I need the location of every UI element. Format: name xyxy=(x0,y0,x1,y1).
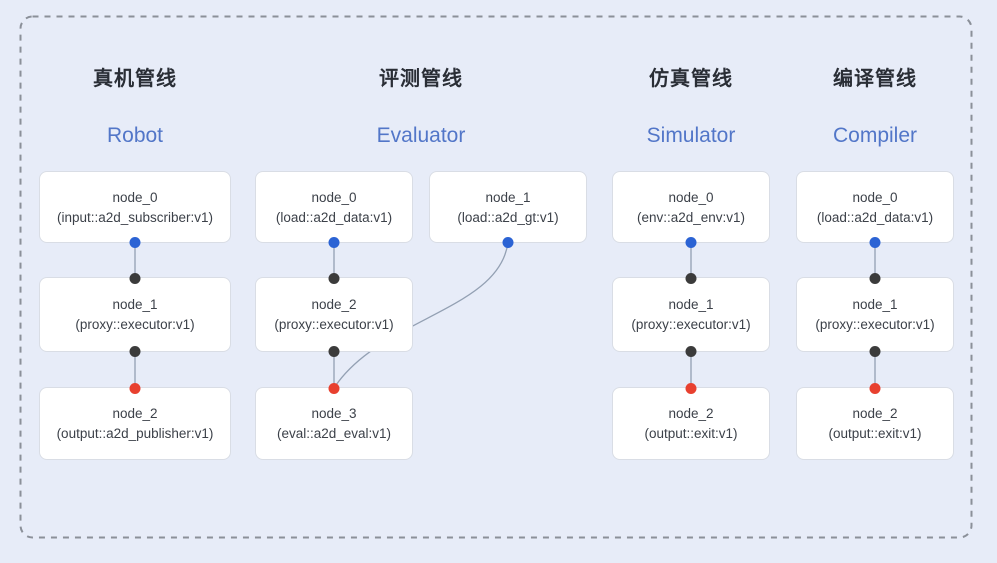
node-type: (output::exit:v1) xyxy=(644,426,738,441)
source-port-dot xyxy=(685,236,697,248)
node-box-evaluator-node3: node_3 (eval::a2d_eval:v1) xyxy=(255,382,413,460)
node-name: node_2 xyxy=(668,406,714,421)
node-type: (output::a2d_publisher:v1) xyxy=(56,426,214,441)
node-box-compiler-node2: node_2 (output::exit:v1) xyxy=(796,382,954,460)
node-name: node_2 xyxy=(112,406,158,421)
source-port-dot xyxy=(869,236,881,248)
node-box-simulator-node1: node_1 (proxy::executor:v1) xyxy=(612,272,770,357)
link-port-dot xyxy=(869,345,881,357)
pipeline-title-zh-simulator: 仿真管线 xyxy=(649,68,733,90)
output-port-dot xyxy=(328,382,340,394)
pipeline-title-en-compiler: Compiler xyxy=(832,124,918,147)
edge-evaluator-n1-n3 xyxy=(333,241,509,389)
node-type: (proxy::executor:v1) xyxy=(75,317,195,332)
node-type: (proxy::executor:v1) xyxy=(274,317,394,332)
node-name: node_0 xyxy=(668,189,714,205)
node-name: node_0 xyxy=(311,189,357,205)
source-port-dot xyxy=(129,236,141,248)
node-name: node_2 xyxy=(852,406,898,421)
pipeline-title-en-simulator: Simulator xyxy=(646,124,736,147)
link-port-dot xyxy=(328,272,340,284)
node-name: node_0 xyxy=(112,189,158,205)
link-port-dot xyxy=(129,345,141,357)
link-port-dot xyxy=(685,345,697,357)
node-box-robot-node2: node_2 (output::a2d_publisher:v1) xyxy=(39,382,231,460)
output-port-dot xyxy=(129,382,141,394)
pipeline-title-zh-evaluator: 评测管线 xyxy=(379,68,463,90)
source-port-dot xyxy=(328,236,340,248)
node-box-robot-node1: node_1 (proxy::executor:v1) xyxy=(39,272,231,357)
node-name: node_1 xyxy=(485,189,531,205)
output-port-dot xyxy=(869,382,881,394)
source-port-dot xyxy=(502,236,514,248)
node-type: (eval::a2d_eval:v1) xyxy=(276,426,392,441)
node-name: node_0 xyxy=(852,189,898,205)
node-box-evaluator-node0: node_0 (load::a2d_data:v1) xyxy=(255,171,413,248)
node-box-simulator-node0: node_0 (env::a2d_env:v1) xyxy=(612,171,770,248)
node-box-compiler-node0: node_0 (load::a2d_data:v1) xyxy=(796,171,954,248)
node-type: (load::a2d_data:v1) xyxy=(275,209,393,225)
dashed-frame xyxy=(19,15,973,539)
node-box-robot-node0: node_0 (input::a2d_subscriber:v1) xyxy=(39,171,231,248)
node-name: node_1 xyxy=(668,297,714,312)
node-type: (proxy::executor:v1) xyxy=(815,317,935,332)
node-type: (load::a2d_data:v1) xyxy=(816,209,934,225)
node-type: (load::a2d_gt:v1) xyxy=(457,209,559,225)
link-port-dot xyxy=(328,345,340,357)
node-box-simulator-node2: node_2 (output::exit:v1) xyxy=(612,382,770,460)
link-port-dot xyxy=(129,272,141,284)
node-name: node_1 xyxy=(112,297,158,312)
pipeline-title-zh-robot: 真机管线 xyxy=(93,68,177,90)
pipeline-title-en-evaluator: Evaluator xyxy=(376,124,466,147)
pipeline-title-zh-compiler: 编译管线 xyxy=(833,68,917,90)
node-type: (env::a2d_env:v1) xyxy=(636,209,746,225)
node-box-evaluator-node1: node_1 (load::a2d_gt:v1) xyxy=(429,171,587,248)
node-type: (proxy::executor:v1) xyxy=(631,317,751,332)
output-port-dot xyxy=(685,382,697,394)
node-type: (output::exit:v1) xyxy=(828,426,922,441)
link-port-dot xyxy=(685,272,697,284)
node-box-compiler-node1: node_1 (proxy::executor:v1) xyxy=(796,272,954,357)
node-name: node_2 xyxy=(311,297,357,312)
node-name: node_3 xyxy=(311,406,357,421)
link-port-dot xyxy=(869,272,881,284)
node-type: (input::a2d_subscriber:v1) xyxy=(56,209,214,225)
node-name: node_1 xyxy=(852,297,898,312)
node-box-evaluator-node2: node_2 (proxy::executor:v1) xyxy=(255,272,413,357)
pipeline-title-en-robot: Robot xyxy=(106,124,164,147)
